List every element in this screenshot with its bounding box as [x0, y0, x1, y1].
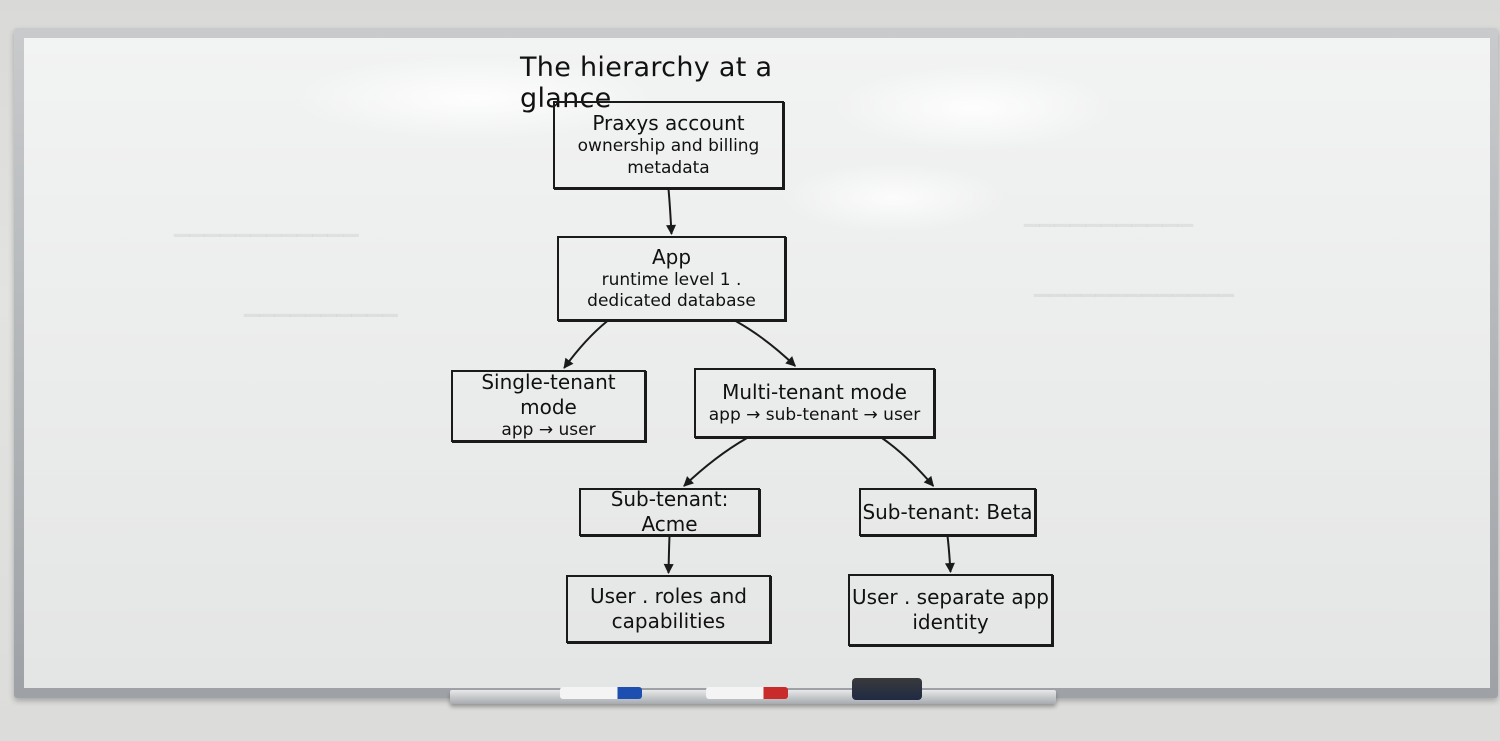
blue-marker: [560, 687, 642, 699]
whiteboard-surface: ▁▁▁▁▁▁▁▁▁▁▁▁ ▁▁▁▁▁▁▁▁▁▁ ▁▁▁▁▁▁▁▁▁▁▁ ▁▁▁▁…: [24, 38, 1490, 688]
erased-writing: ▁▁▁▁▁▁▁▁▁▁▁▁▁: [1034, 273, 1234, 297]
arrow-sub_acme-to-user_acme: [663, 535, 674, 574]
node-sub-tenant-beta: Sub-tenant: Beta: [859, 488, 1036, 536]
red-marker: [706, 687, 788, 699]
node-account-label: Praxys account: [592, 111, 745, 136]
node-user-acme: User . roles and capabilities: [566, 575, 771, 643]
node-app-detail: runtime level 1 .: [601, 269, 742, 290]
node-single-tenant-detail: app → user: [501, 420, 596, 441]
node-app-detail-2: dedicated database: [587, 291, 756, 311]
node-user-beta: User . separate app identity: [848, 574, 1053, 646]
node-sub-beta-label: Sub-tenant: Beta: [862, 499, 1033, 524]
diagram-title: The hierarchy at a glance: [520, 52, 773, 114]
whiteboard-eraser: [852, 678, 922, 700]
arrow-multi_tenant-to-sub_acme: [683, 437, 748, 487]
arrow-app-to-single_tenant: [563, 320, 609, 369]
node-user-acme-detail: capabilities: [611, 609, 726, 633]
node-account-detail: ownership and billing: [577, 136, 760, 157]
node-user-acme-label: User . roles and: [590, 584, 747, 608]
arrow-account-to-app: [666, 188, 677, 235]
node-praxys-account: Praxys account ownership and billing met…: [553, 101, 784, 189]
arrow-sub_beta-to-user_beta: [944, 535, 955, 573]
node-user-beta-label: User . separate app: [852, 585, 1049, 609]
node-app-label: App: [651, 244, 692, 269]
arrow-multi_tenant-to-sub_beta: [881, 437, 935, 487]
node-app: App runtime level 1 . dedicated database: [557, 236, 786, 321]
node-multi-tenant-detail: app → sub-tenant → user: [708, 404, 921, 425]
node-single-tenant-mode: Single-tenant mode app → user: [451, 370, 646, 442]
erased-writing: ▁▁▁▁▁▁▁▁▁▁▁: [1024, 203, 1194, 227]
arrow-app-to-multi_tenant: [735, 320, 796, 367]
erased-writing: ▁▁▁▁▁▁▁▁▁▁▁▁: [174, 213, 359, 237]
erased-writing: ▁▁▁▁▁▁▁▁▁▁: [244, 293, 398, 317]
node-multi-tenant-mode: Multi-tenant mode app → sub-tenant → use…: [694, 368, 935, 438]
node-sub-tenant-acme: Sub-tenant: Acme: [579, 487, 760, 536]
node-multi-tenant-label: Multi-tenant mode: [722, 379, 907, 404]
node-account-detail-2: metadata: [627, 157, 710, 178]
node-user-beta-detail: identity: [912, 610, 989, 634]
node-single-tenant-label: Single-tenant mode: [481, 370, 616, 420]
node-sub-acme-label: Sub-tenant: Acme: [610, 487, 729, 536]
